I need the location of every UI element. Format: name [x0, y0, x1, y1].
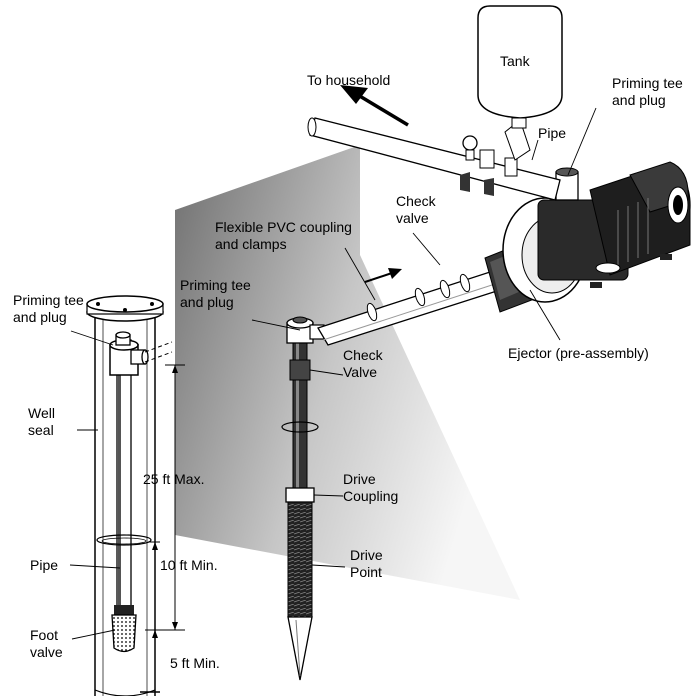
suction-pipe [317, 268, 501, 346]
label-pipe-left: Pipe [30, 557, 58, 573]
dimension-lines [140, 364, 185, 693]
label-check-valve-top-2: valve [396, 210, 429, 226]
label-drive-coupling-2: Coupling [343, 488, 398, 504]
label-well-seal-1: Well [28, 405, 55, 421]
label-priming-tee-pump-2: and plug [612, 92, 666, 108]
leader-lines [69, 107, 597, 640]
label-tank: Tank [500, 53, 531, 69]
label-drive-coupling-1: Drive [343, 471, 376, 487]
label-foot-valve-2: valve [30, 644, 63, 660]
label-drive-point-2: Point [350, 564, 382, 580]
discharge-pipe [307, 85, 561, 201]
jet-pump [484, 161, 691, 313]
label-5ft-min: 5 ft Min. [170, 655, 220, 671]
label-10ft-min: 10 ft Min. [160, 557, 218, 573]
label-priming-tee-left-1: Priming tee [13, 292, 84, 308]
priming-tee-mid [286, 316, 325, 344]
label-priming-tee-mid-2: and plug [180, 294, 234, 310]
labels: Tank To household Priming tee and plug P… [13, 53, 683, 671]
label-check-valve-mid-2: Valve [343, 364, 377, 380]
drive-point [287, 501, 313, 618]
pressure-tank [477, 5, 563, 129]
deep-well-assembly [86, 295, 173, 696]
priming-tee-pump [555, 167, 579, 201]
label-well-seal-2: seal [28, 422, 54, 438]
drive-coupling [285, 487, 315, 503]
label-flex-coupling-1: Flexible PVC coupling [215, 219, 352, 235]
label-priming-tee-pump-1: Priming tee [612, 75, 683, 91]
label-check-valve-mid-1: Check [343, 347, 384, 363]
pressure-gauge [462, 135, 478, 151]
foot-valve [111, 605, 137, 653]
label-check-valve-top-1: Check [396, 193, 437, 209]
label-drive-point-1: Drive [350, 547, 383, 563]
priming-tee-left [109, 331, 149, 376]
label-foot-valve-1: Foot [30, 627, 58, 643]
label-25ft-max: 25 ft Max. [143, 471, 204, 487]
label-ejector: Ejector (pre-assembly) [508, 345, 649, 361]
label-priming-tee-left-2: and plug [13, 309, 67, 325]
basement-wall [175, 145, 520, 600]
label-pipe-top: Pipe [538, 125, 566, 141]
label-flex-coupling-2: and clamps [215, 236, 287, 252]
driven-well-assembly [281, 316, 325, 681]
label-to-household: To household [307, 72, 390, 88]
label-priming-tee-mid-1: Priming tee [180, 277, 251, 293]
